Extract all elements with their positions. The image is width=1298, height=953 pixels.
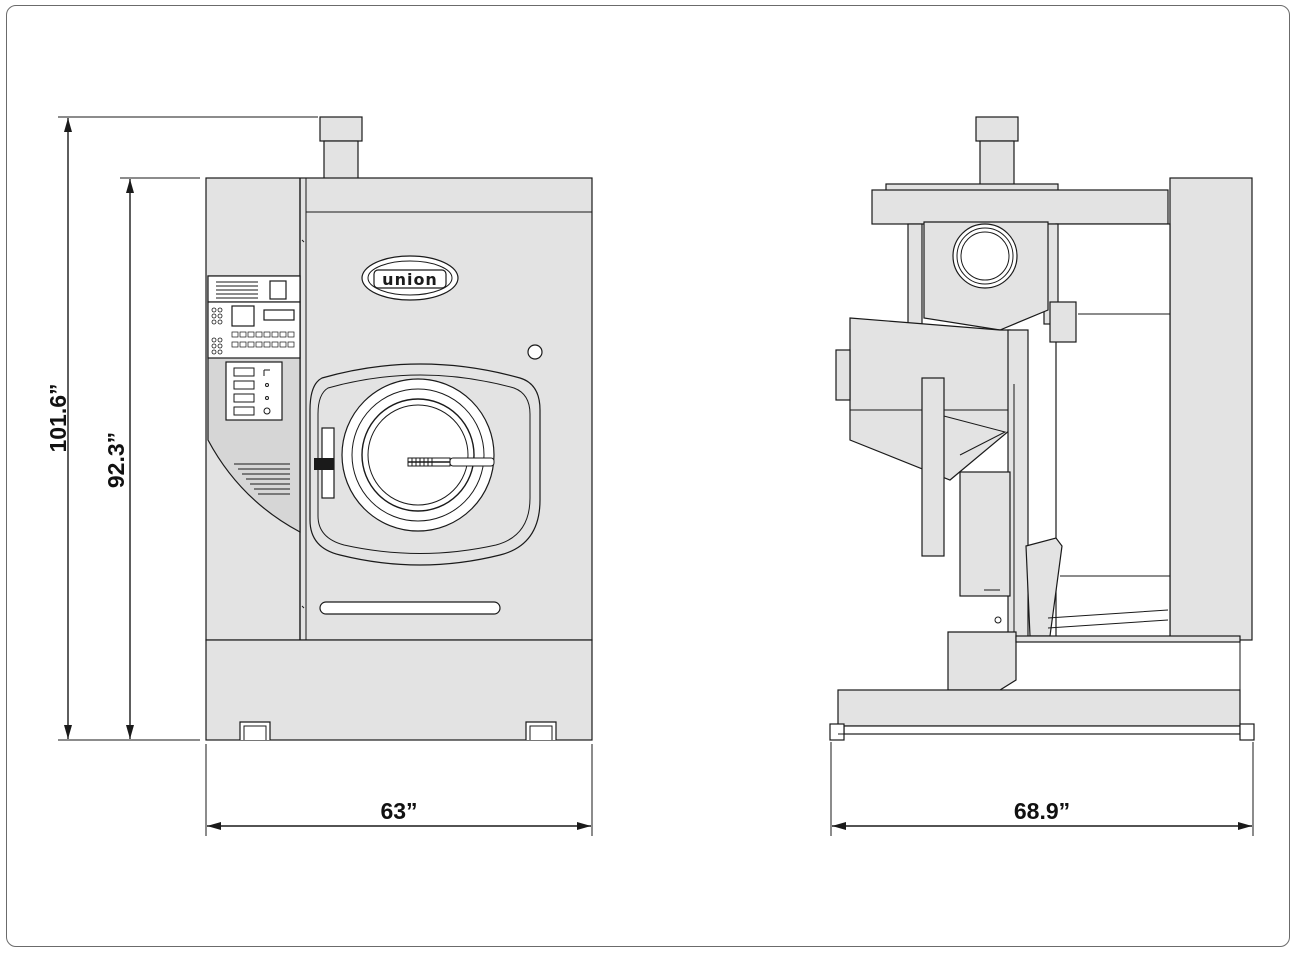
drawing-frame <box>6 5 1290 947</box>
side-dimensions: 68.9” <box>830 742 1254 836</box>
door-outer-ring <box>341 378 495 532</box>
side-base <box>837 689 1241 727</box>
display-screen <box>231 305 255 327</box>
support-column <box>1007 329 1029 641</box>
info-icon <box>269 280 287 300</box>
rear-cabinet <box>1169 177 1253 641</box>
exhaust-stack-cap <box>319 116 363 142</box>
depth-label: 68.9” <box>1014 798 1070 824</box>
brand-logo-text: union <box>382 270 438 289</box>
front-dimensions: 101.6” 92.3” 63” <box>45 116 593 836</box>
cabinet-height-label: 92.3” <box>103 432 129 488</box>
door-handle <box>407 457 495 467</box>
vent-grille <box>234 463 290 495</box>
exhaust-stack-pipe <box>323 140 359 180</box>
lcd-readout <box>263 309 295 321</box>
lower-component-box <box>959 471 1011 597</box>
filter-slot <box>319 601 501 615</box>
rear-inner-space <box>1055 223 1171 641</box>
width-label: 63” <box>380 798 417 824</box>
indicator-light <box>527 344 543 360</box>
keypad-buttons <box>231 331 295 348</box>
top-frame <box>871 189 1169 225</box>
side-base-block <box>947 631 1017 691</box>
pedal-assembly <box>1025 537 1063 637</box>
blower-fan <box>952 223 1018 289</box>
side-exhaust-pipe <box>979 140 1015 186</box>
overall-height-label: 101.6” <box>45 383 71 452</box>
side-door-profile <box>921 377 945 557</box>
side-view <box>829 116 1255 741</box>
side-base-rail <box>843 725 1241 735</box>
side-exhaust-cap <box>975 116 1019 142</box>
motor-bracket <box>1049 301 1077 343</box>
front-view: union <box>205 116 593 741</box>
